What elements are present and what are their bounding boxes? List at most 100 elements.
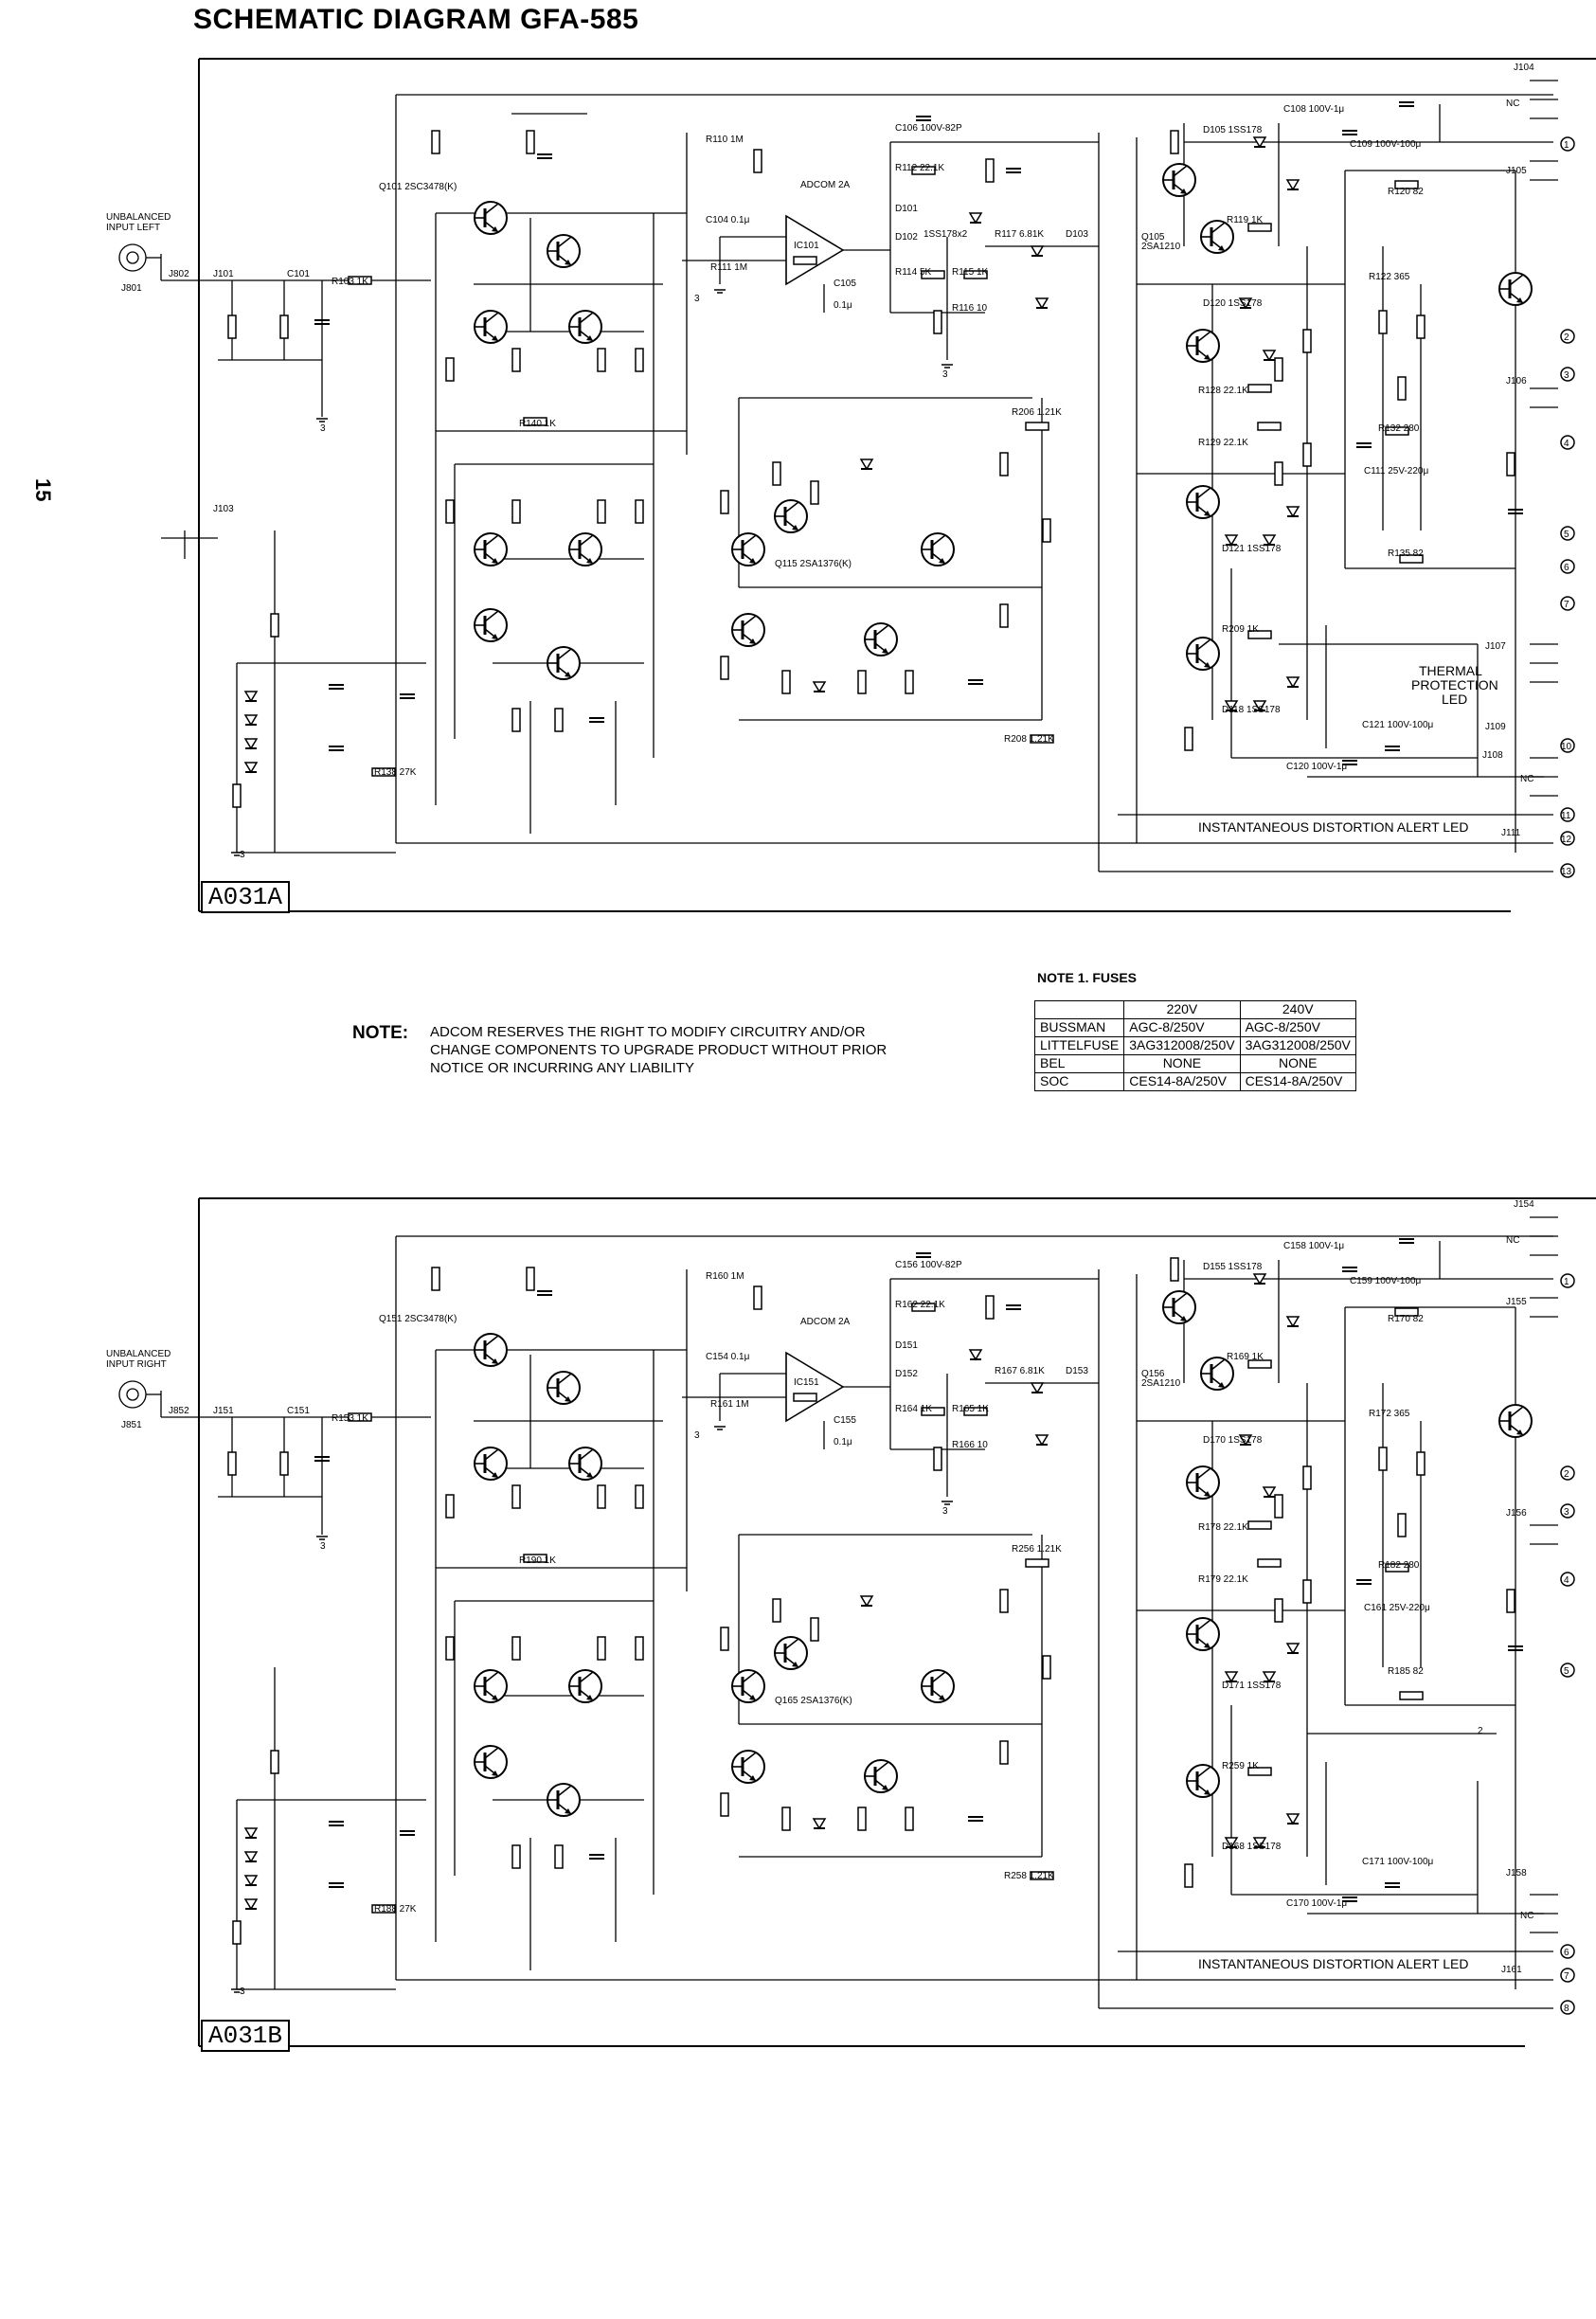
fuse-table-header: 220V 240V (1033, 1000, 1356, 1019)
svg-text:Q156: Q156 (1141, 1369, 1165, 1379)
svg-text:R115 1K: R115 1K (952, 267, 989, 278)
svg-text:0.1μ: 0.1μ (834, 1437, 852, 1447)
svg-text:R179 22.1K: R179 22.1K (1198, 1574, 1248, 1585)
svg-text:D151: D151 (895, 1340, 918, 1351)
svg-text:D103: D103 (1066, 229, 1088, 240)
svg-text:PROTECTION: PROTECTION (1411, 677, 1498, 692)
svg-text:11: 11 (1561, 811, 1571, 821)
panel-b-tag: A031B (201, 2020, 291, 2052)
svg-text:6: 6 (1564, 563, 1569, 573)
svg-text:ADCOM 2A: ADCOM 2A (800, 180, 851, 190)
svg-text:C161 25V-220μ: C161 25V-220μ (1364, 1603, 1430, 1613)
fuse-header-cell: 220V (1123, 1000, 1241, 1019)
svg-text:D168 1SS178: D168 1SS178 (1222, 1842, 1282, 1852)
svg-text:R160 1M: R160 1M (706, 1271, 744, 1282)
svg-text:R206 1.21K: R206 1.21K (1012, 407, 1062, 418)
svg-text:C106 100V-82P: C106 100V-82P (895, 123, 962, 134)
svg-text:D101: D101 (895, 204, 918, 214)
fuse-row: LITTELFUSE 3AG312008/250V 3AG312008/250V (1033, 1036, 1356, 1055)
svg-text:C156 100V-82P: C156 100V-82P (895, 1260, 962, 1270)
fuse-brand: BUSSMAN (1033, 1018, 1125, 1037)
svg-text:R153 1K: R153 1K (332, 1413, 368, 1424)
svg-text:INPUT LEFT: INPUT LEFT (106, 223, 160, 233)
svg-text:7: 7 (1564, 1971, 1569, 1982)
svg-text:R172 365: R172 365 (1369, 1409, 1410, 1419)
svg-text:3: 3 (320, 423, 326, 434)
fuse-220v: 3AG312008/250V (1123, 1036, 1241, 1055)
svg-text:J107: J107 (1485, 641, 1506, 652)
svg-text:R162 22.1K: R162 22.1K (895, 1300, 945, 1310)
svg-text:J103: J103 (213, 504, 234, 514)
svg-text:R128 22.1K: R128 22.1K (1198, 386, 1248, 396)
svg-text:3: 3 (942, 369, 948, 380)
svg-text:D155 1SS178: D155 1SS178 (1203, 1262, 1263, 1272)
svg-text:2SA1210: 2SA1210 (1141, 242, 1181, 252)
note-text: ADCOM RESERVES THE RIGHT TO MODIFY CIRCU… (430, 1024, 888, 1076)
svg-text:C171 100V-100μ: C171 100V-100μ (1362, 1857, 1434, 1867)
svg-text:10: 10 (1561, 742, 1572, 752)
svg-text:INPUT RIGHT: INPUT RIGHT (106, 1359, 167, 1370)
svg-text:3: 3 (942, 1506, 948, 1517)
fuse-row: BUSSMAN AGC-8/250V AGC-8/250V (1033, 1018, 1356, 1037)
svg-text:J111: J111 (1501, 828, 1521, 838)
svg-text:THERMAL: THERMAL (1419, 663, 1482, 678)
svg-text:UNBALANCED: UNBALANCED (106, 1349, 170, 1359)
svg-text:C155: C155 (834, 1415, 856, 1426)
svg-text:0.1μ: 0.1μ (834, 300, 852, 311)
svg-text:J852: J852 (169, 1406, 189, 1416)
fuse-brand: BEL (1033, 1054, 1125, 1073)
svg-text:R258 1.21K: R258 1.21K (1004, 1871, 1054, 1881)
fuse-table: 220V 240V BUSSMAN AGC-8/250V AGC-8/250V … (1033, 1000, 1356, 1091)
svg-text:C109 100V-100μ: C109 100V-100μ (1350, 139, 1422, 150)
svg-text:J105: J105 (1506, 166, 1527, 176)
svg-text:R129 22.1K: R129 22.1K (1198, 438, 1248, 448)
fuse-240v: 3AG312008/250V (1239, 1036, 1356, 1055)
svg-text:D105 1SS178: D105 1SS178 (1203, 125, 1263, 135)
fuse-header-cell (1033, 1000, 1125, 1019)
svg-text:3: 3 (1564, 1507, 1569, 1518)
svg-text:D102: D102 (895, 232, 918, 243)
svg-text:R170 82: R170 82 (1388, 1314, 1424, 1324)
svg-text:D120 1SS178: D120 1SS178 (1203, 298, 1263, 309)
svg-text:5: 5 (1564, 1666, 1569, 1677)
svg-text:J802: J802 (169, 269, 189, 279)
svg-text:C151: C151 (287, 1406, 310, 1416)
svg-text:2SA1210: 2SA1210 (1141, 1378, 1181, 1389)
svg-text:NC: NC (1520, 1911, 1533, 1921)
svg-text:5: 5 (1564, 530, 1569, 540)
svg-text:R169 1K: R169 1K (1227, 1352, 1264, 1362)
fuse-240v: CES14-8A/250V (1239, 1072, 1356, 1091)
svg-text:R103 1K: R103 1K (332, 277, 368, 287)
svg-text:R208 1.21K: R208 1.21K (1004, 734, 1054, 745)
panel-a (161, 58, 1596, 912)
svg-text:J106: J106 (1506, 376, 1527, 386)
panel-b-terminals (118, 1216, 1575, 2015)
svg-text:J155: J155 (1506, 1297, 1527, 1307)
svg-text:C111 25V-220μ: C111 25V-220μ (1364, 466, 1428, 476)
panel-b-passives (227, 1238, 1524, 1993)
svg-text:R185 82: R185 82 (1388, 1666, 1424, 1677)
svg-text:J158: J158 (1506, 1868, 1527, 1879)
svg-text:R111 1M: R111 1M (710, 262, 747, 273)
svg-text:R120 82: R120 82 (1388, 187, 1424, 197)
svg-text:R138 27K: R138 27K (374, 767, 417, 778)
svg-text:J161: J161 (1501, 1965, 1522, 1975)
svg-text:R114 5K: R114 5K (895, 267, 932, 278)
svg-text:NC: NC (1506, 1235, 1519, 1246)
panel-a-transistors (473, 162, 1533, 681)
fuse-row: SOC CES14-8A/250V CES14-8A/250V (1033, 1072, 1356, 1091)
svg-text:J108: J108 (1482, 750, 1503, 761)
svg-text:3: 3 (240, 850, 245, 860)
svg-text:J851: J851 (121, 1420, 142, 1430)
svg-text:D121 1SS178: D121 1SS178 (1222, 544, 1282, 554)
svg-text:Q151 2SC3478(K): Q151 2SC3478(K) (379, 1314, 457, 1324)
svg-text:1SS178x2: 1SS178x2 (924, 229, 968, 240)
svg-text:R119 1K: R119 1K (1227, 215, 1264, 225)
svg-text:IC151: IC151 (794, 1377, 819, 1388)
panel-a-terminals (118, 80, 1575, 878)
svg-text:C105: C105 (834, 279, 856, 289)
fuse-240v: AGC-8/250V (1239, 1018, 1356, 1037)
svg-text:2: 2 (1564, 333, 1569, 343)
svg-text:3: 3 (240, 1986, 245, 1997)
